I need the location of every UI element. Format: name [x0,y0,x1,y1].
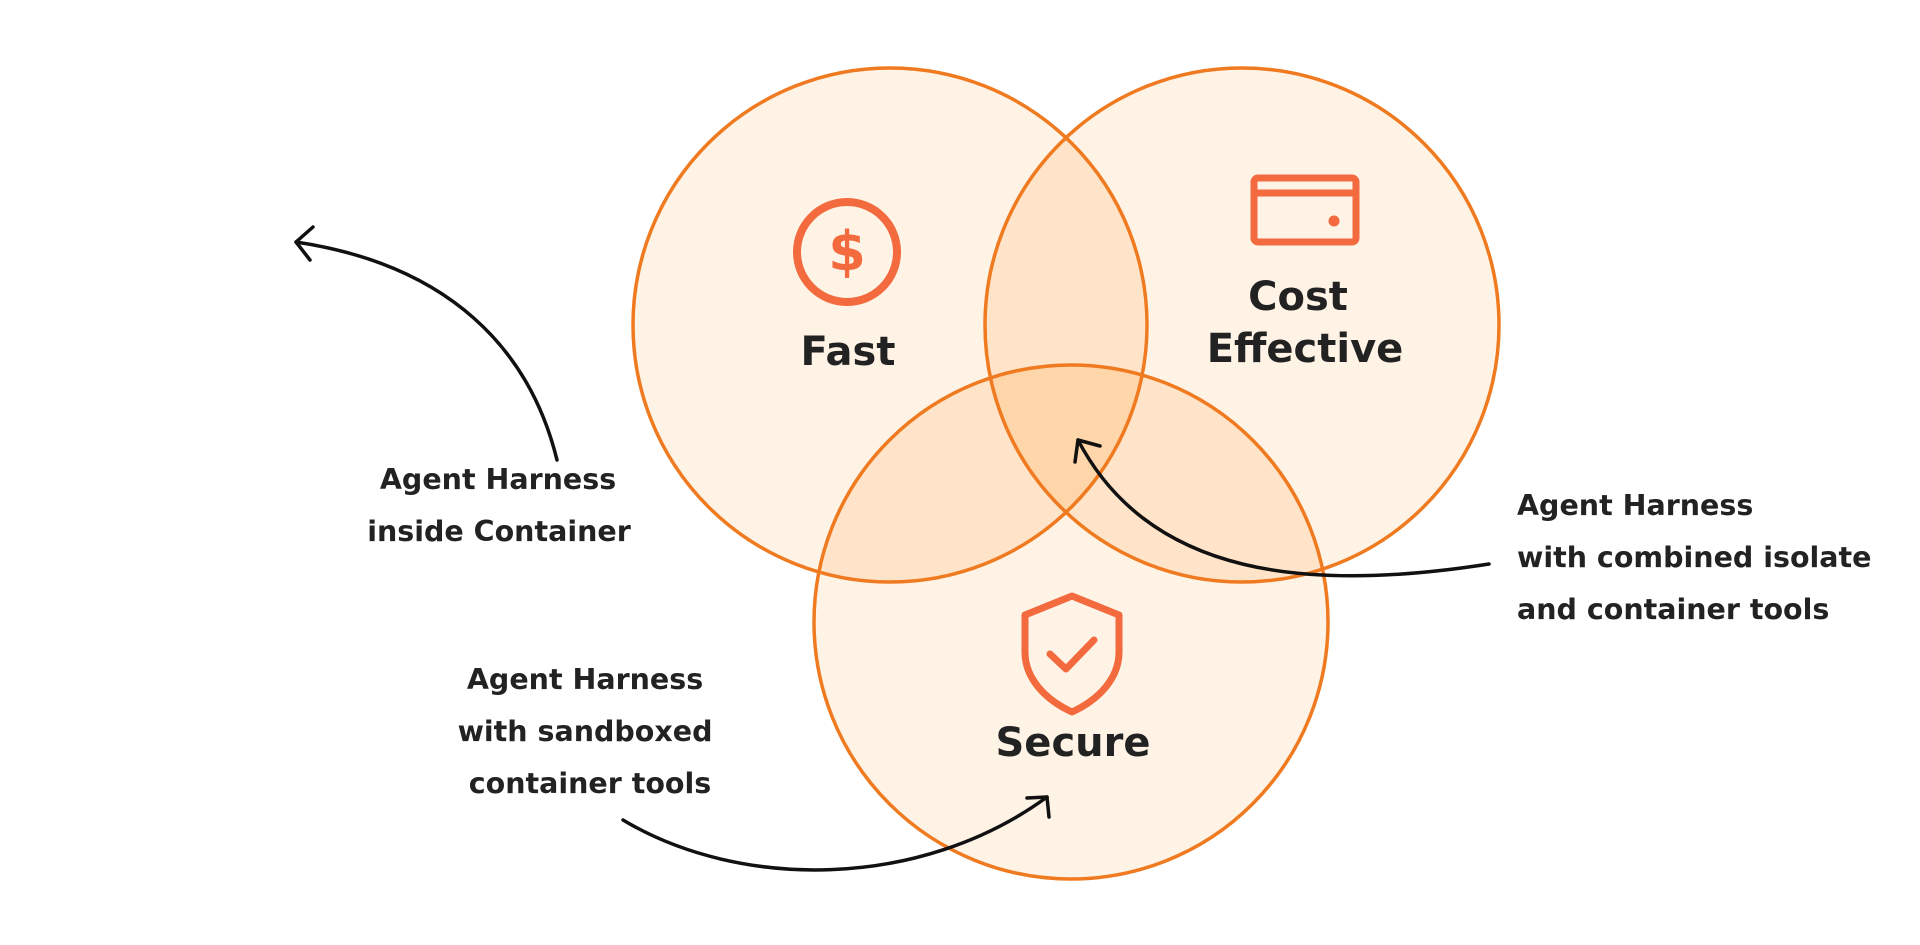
sandboxed-annotation-line-1: Agent Harness [467,663,703,696]
combined-annotation: Agent Harness with combined isolate and … [1517,489,1881,626]
sandboxed-arrow [621,795,1049,872]
container-arrow [294,240,559,462]
combined-arrow-head [1073,438,1102,464]
dollar-icon: $ [793,198,901,306]
circle-outlines [631,66,1501,881]
secure-circle-fill [814,365,1328,879]
container-annotation: Agent Harness inside Container [367,463,631,548]
arrows [294,225,1491,872]
fast-label: Fast [801,329,896,375]
combined-annotation-line-3: and container tools [1517,593,1829,626]
sandboxed-annotation: Agent Harness with sandboxed container t… [458,663,723,800]
sandboxed-annotation-line-2: with sandboxed [458,715,713,748]
cost-secure-overlap [985,365,1328,582]
cost-effective-label: Cost Effective [1207,274,1404,372]
container-annotation-line-1: Agent Harness [380,463,616,496]
cost-effective-circle [983,66,1501,584]
fast-circle [631,66,1149,584]
svg-text:$: $ [828,220,866,283]
secure-label: Secure [996,720,1151,766]
secure-circle [812,363,1330,881]
container-annotation-line-2: inside Container [367,515,631,548]
sandboxed-arrow-head [1025,795,1051,819]
container-arrow-head [294,225,315,262]
combined-annotation-line-2: with combined isolate [1517,541,1871,574]
combined-annotation-line-1: Agent Harness [1517,489,1753,522]
sandboxed-annotation-line-3: container tools [469,767,712,800]
combined-arrow [1076,438,1491,578]
shield-check-icon [1021,592,1123,716]
cost-effective-label-line-1: Cost [1248,274,1348,320]
credit-card-icon [1250,174,1360,246]
fast-secure-overlap [814,365,1147,582]
cost-effective-label-line-2: Effective [1207,326,1404,372]
